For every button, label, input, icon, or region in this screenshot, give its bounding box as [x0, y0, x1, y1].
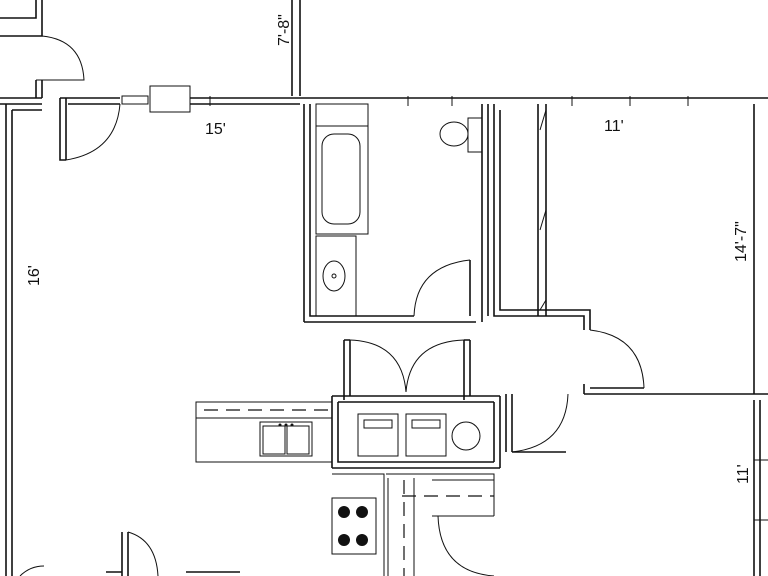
dim-living-depth: 16' [26, 265, 43, 286]
washer [357, 413, 399, 457]
kitchen [195, 401, 385, 576]
laundry-closet [331, 339, 501, 469]
dim-second-bedroom-width: 11' [735, 464, 752, 484]
sink-icon [322, 260, 346, 292]
water-heater [451, 421, 481, 451]
closet-door-right [405, 339, 465, 393]
range-stove [331, 497, 377, 555]
bathroom [303, 103, 489, 323]
dim-bedroom-width: 11' [604, 118, 624, 135]
top-left-door [36, 35, 85, 81]
dryer [405, 413, 447, 457]
dim-bedroom-depth: 14'-7" [733, 221, 750, 262]
bedroom [493, 104, 768, 395]
closet-door-left [349, 339, 407, 393]
living-room [5, 104, 42, 576]
bottom-left-doors [19, 531, 240, 576]
dim-top-room-height: 7'-8" [276, 14, 293, 46]
hvac-unit [149, 85, 191, 113]
kitchen-counter [195, 401, 333, 463]
top-left-room [0, 0, 85, 98]
toilet-icon [439, 121, 469, 147]
bath-door [413, 259, 471, 317]
pantry-door [437, 515, 495, 576]
dim-living-width: 15' [205, 121, 226, 138]
entry-door [59, 98, 121, 161]
top-middle-room [291, 0, 301, 96]
exterior-top-wall [0, 85, 768, 113]
bedroom-door [589, 329, 645, 389]
kitchen-sink [259, 421, 313, 457]
vanity [315, 235, 357, 317]
second-bedroom [753, 400, 768, 576]
hall-door [505, 393, 569, 453]
closet-bifold [539, 109, 547, 311]
hall-pantry [386, 473, 495, 576]
